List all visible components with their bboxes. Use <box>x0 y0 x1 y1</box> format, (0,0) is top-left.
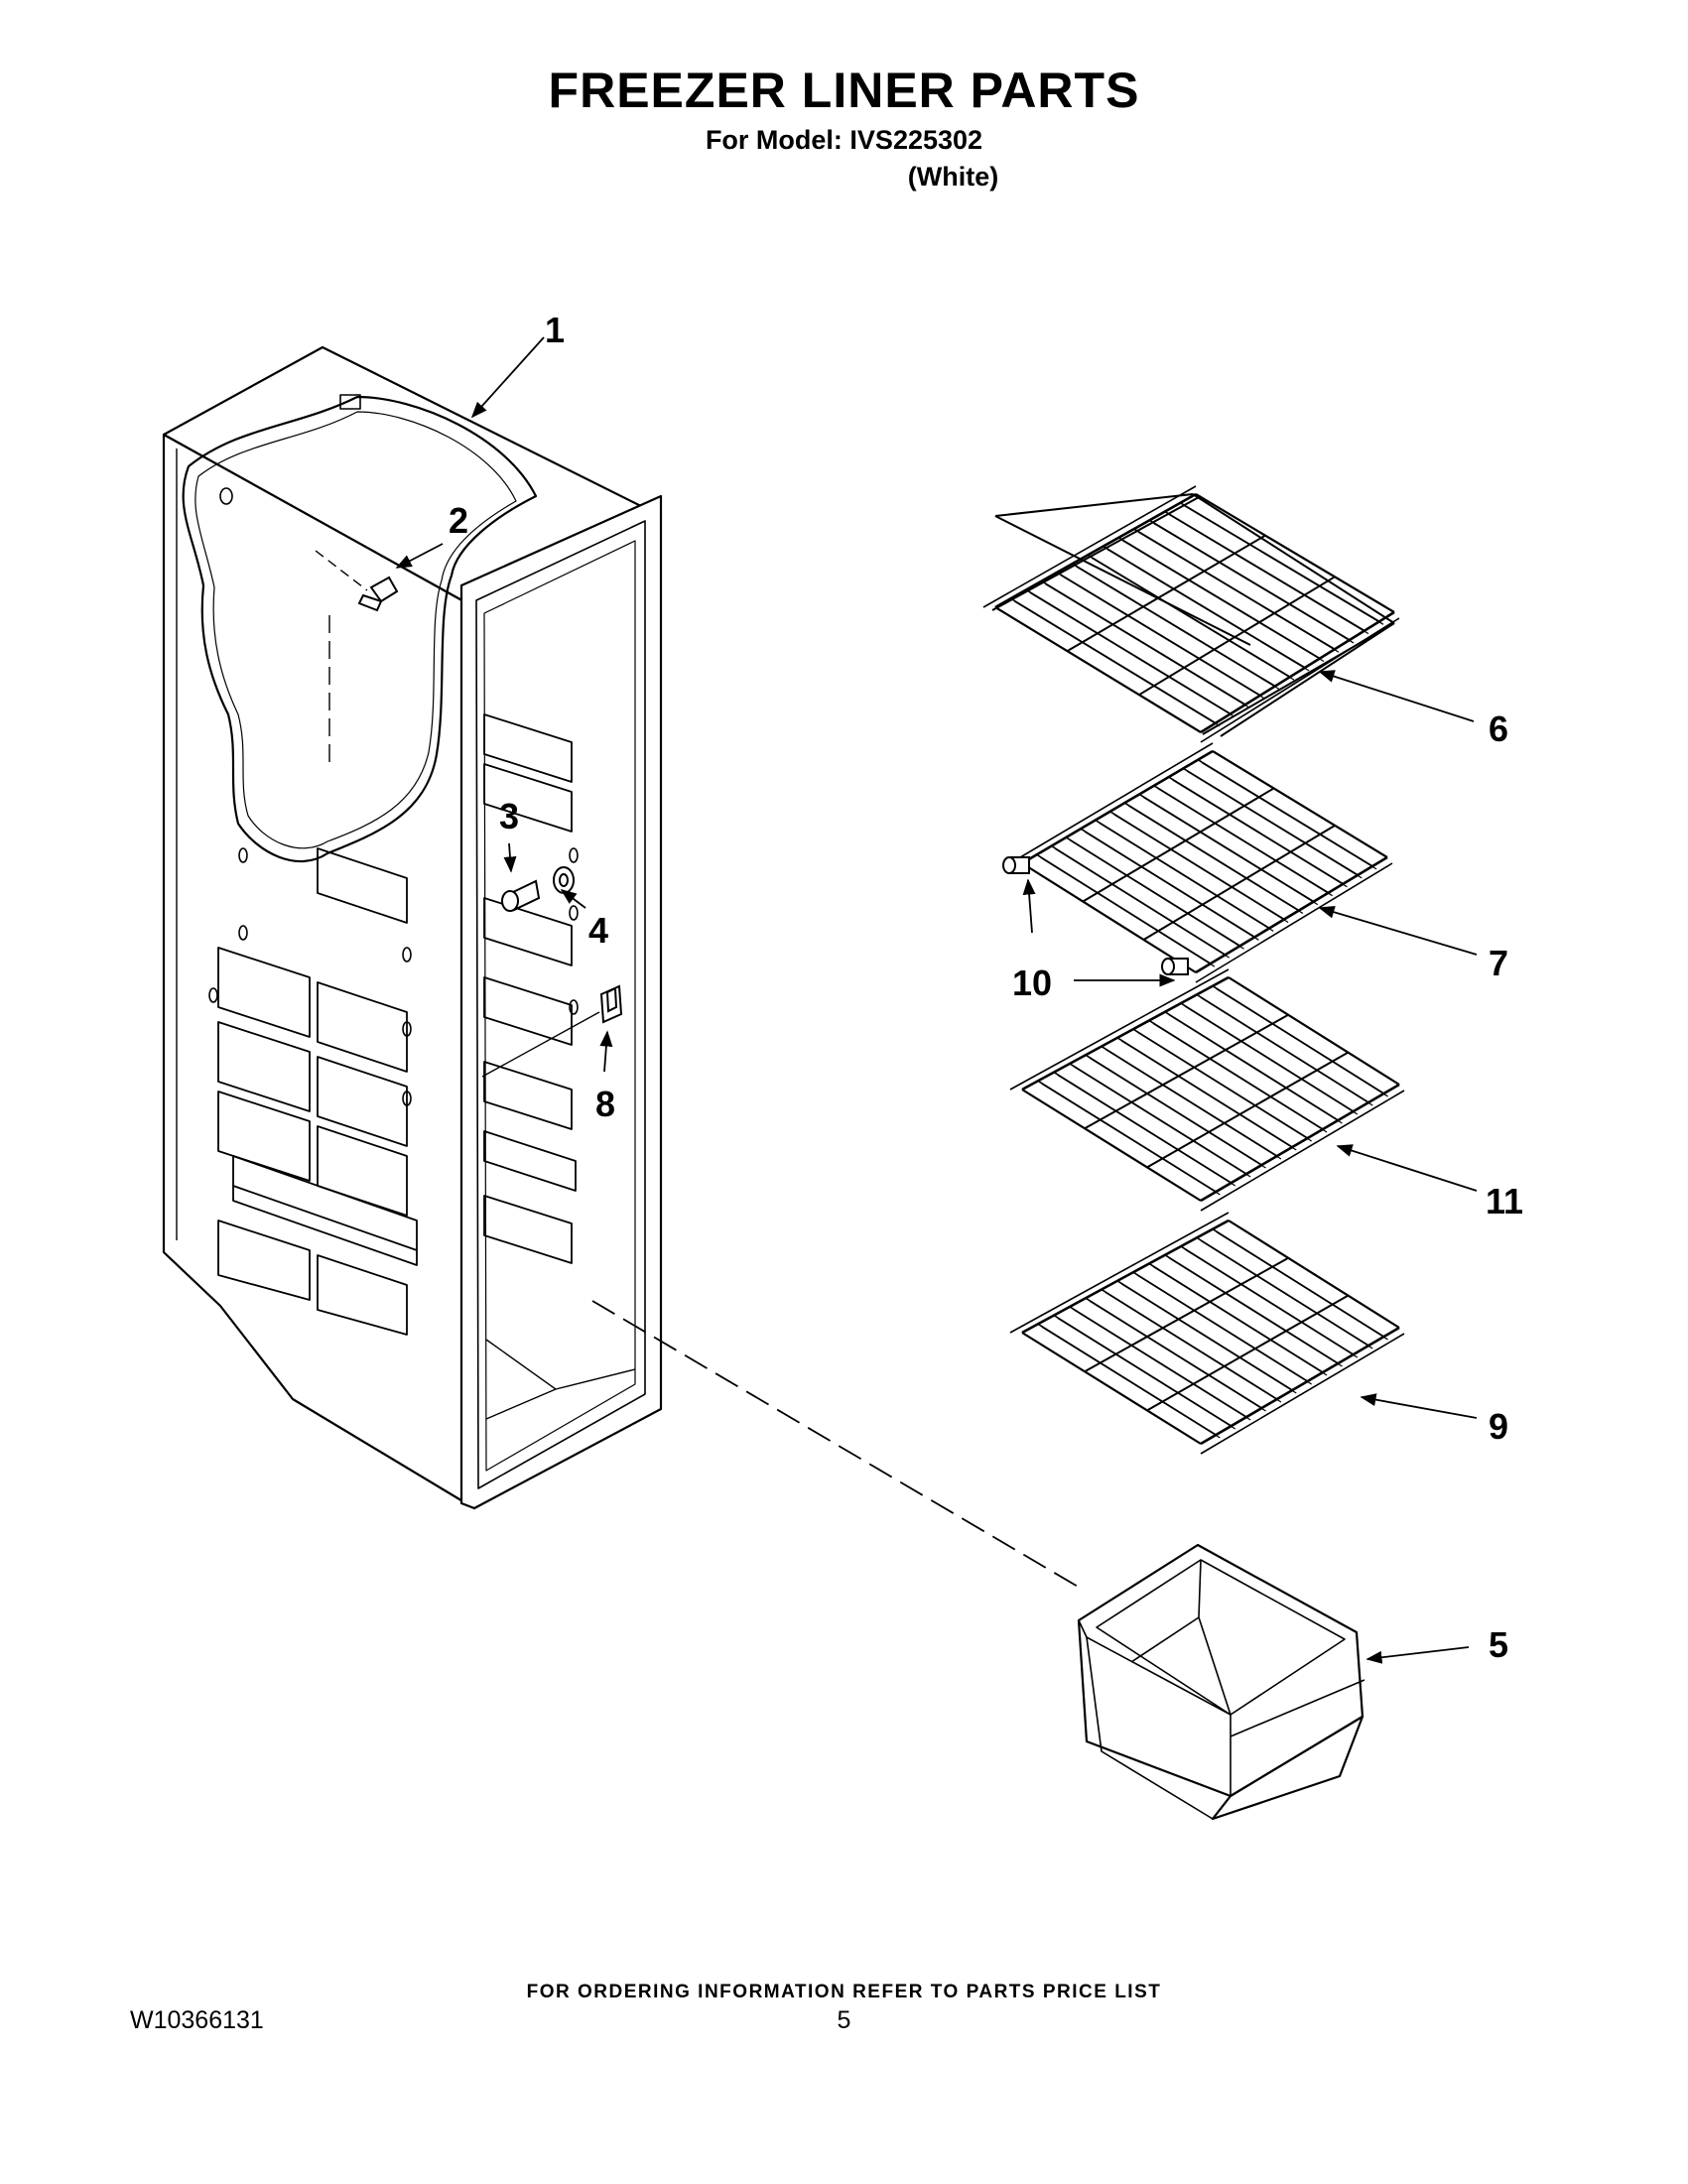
shelf-support-stud <box>1002 856 1030 874</box>
page-number: 5 <box>837 2006 851 2034</box>
callout-6: 6 <box>1489 708 1508 749</box>
freezer-bin <box>1077 1543 1365 1821</box>
wire-shelves <box>982 485 1405 1455</box>
callout-9: 9 <box>1489 1406 1508 1447</box>
document-number: W10366131 <box>130 2006 264 2034</box>
callout-8: 8 <box>595 1084 615 1124</box>
ordering-note: FOR ORDERING INFORMATION REFER TO PARTS … <box>526 1982 1162 2002</box>
dashed-guide-bin <box>591 1300 1081 1589</box>
part-3-4-screw-washer <box>501 866 575 912</box>
callout-11: 11 <box>1486 1181 1523 1221</box>
shelf-6 <box>991 493 1395 737</box>
model-line: For Model: IVS225302 <box>705 125 983 155</box>
leader-arrows <box>395 336 1478 1664</box>
callout-10: 10 <box>1012 963 1052 1003</box>
callout-labels: 1 2 3 4 8 6 7 10 11 9 5 <box>449 310 1523 1665</box>
page-title: FREEZER LINER PARTS <box>548 63 1140 118</box>
shelf-6 <box>982 485 1400 743</box>
part-2-clip <box>315 550 399 764</box>
callout-1: 1 <box>545 310 565 350</box>
callout-5: 5 <box>1489 1624 1508 1665</box>
callout-3: 3 <box>499 796 519 836</box>
callout-4: 4 <box>588 910 608 951</box>
freezer-liner <box>162 345 663 1510</box>
shelf-7 <box>1009 742 1393 983</box>
callout-2: 2 <box>449 500 468 541</box>
color-line: (White) <box>907 162 999 192</box>
part-8-bracket <box>481 984 623 1078</box>
shelf-9 <box>1009 1212 1405 1455</box>
callout-7: 7 <box>1489 943 1508 983</box>
shelf-11 <box>1009 968 1405 1212</box>
shelf-support-stud <box>1161 958 1189 975</box>
